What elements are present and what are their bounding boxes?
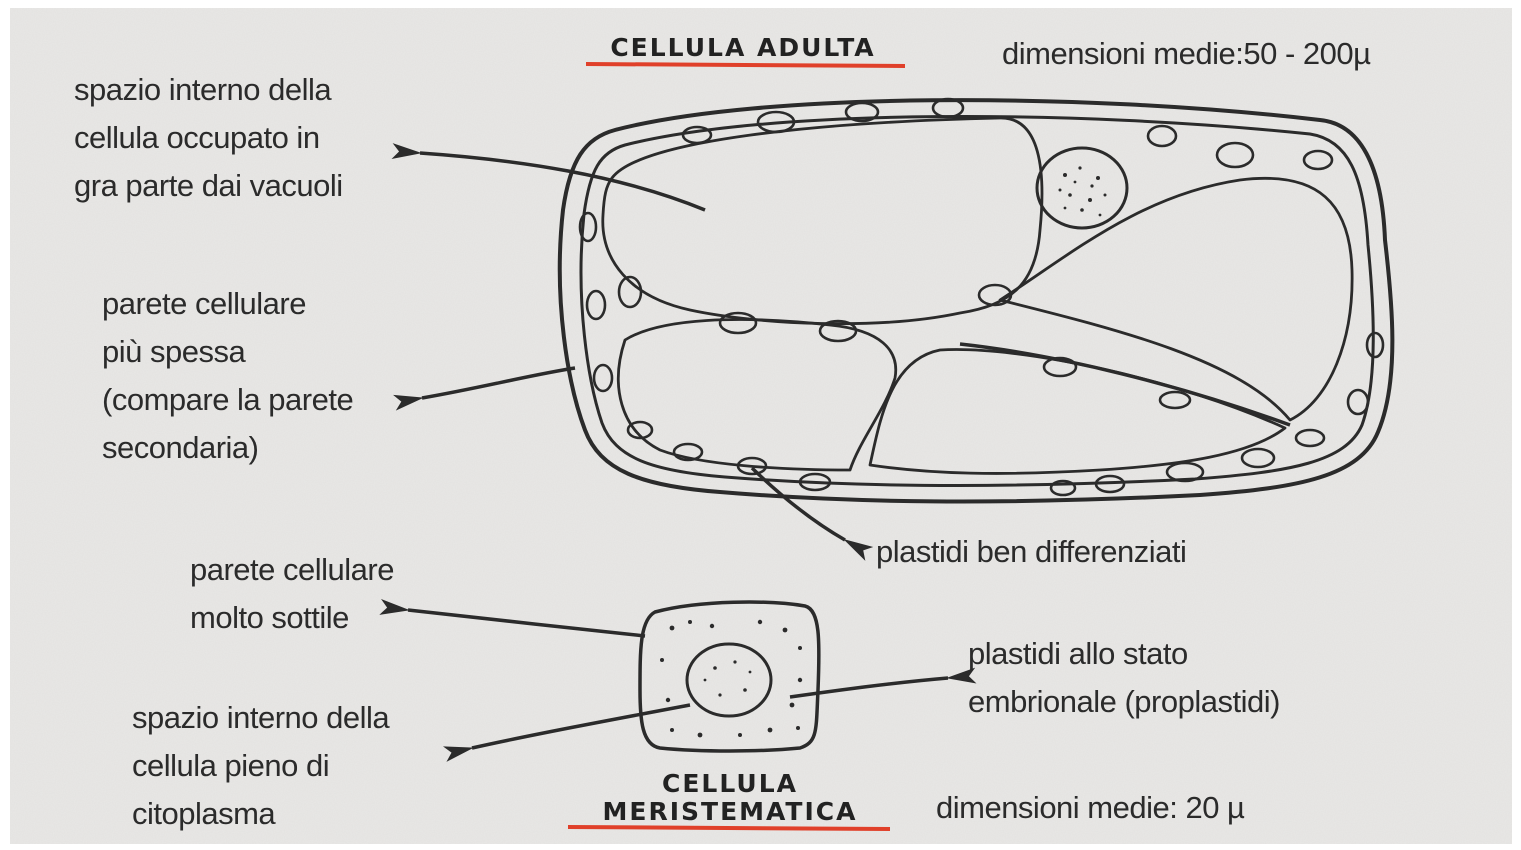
adult-cell-dimensions: dimensioni medie:50 - 200µ — [1002, 30, 1370, 78]
meristematic-cell-dimensions: dimensioni medie: 20 µ — [936, 784, 1244, 832]
meristematic-cell — [640, 602, 819, 751]
label-vacuoles: spazio interno della cellula occupato in… — [74, 66, 343, 210]
vacuole-right — [1000, 178, 1352, 420]
adult-cell-title: CELLULA ADULTA — [588, 34, 898, 62]
arrow-adult-wall — [422, 368, 575, 398]
arrow-proplastids — [790, 678, 948, 697]
adult-cell — [560, 99, 1393, 501]
adult-plastids — [580, 99, 1383, 495]
label-meristematic-wall: parete cellulare molto sottile — [190, 546, 394, 642]
adult-cell-wall-inner — [581, 116, 1373, 485]
vacuole-upper — [603, 118, 1042, 324]
label-adult-wall: parete cellulare più spessa (compare la … — [102, 280, 353, 472]
meristematic-nucleus — [687, 644, 771, 716]
meristematic-title-line2: MERISTEMATICA — [570, 798, 890, 826]
adult-nucleus — [1037, 148, 1127, 228]
vacuole-lower-left — [618, 320, 895, 470]
leader-arrows — [408, 153, 948, 748]
meristematic-title-line1: CELLULA — [570, 770, 890, 798]
arrow-meristematic-wall — [408, 610, 645, 636]
arrow-cytoplasm — [472, 705, 690, 748]
adult-title-underline — [586, 64, 905, 66]
label-cytoplasm: spazio interno della cellula pieno di ci… — [132, 694, 389, 838]
label-proplastids: plastidi allo stato embrionale (proplast… — [968, 630, 1280, 726]
label-adult-plastids: plastidi ben differenziati — [876, 528, 1186, 576]
proplastids — [660, 620, 802, 738]
arrow-plastids — [752, 468, 845, 540]
vacuole-lower-right — [870, 350, 1285, 474]
meristematic-title-underline — [568, 827, 890, 829]
adult-cell-wall-outer — [560, 100, 1393, 501]
meristematic-cell-wall — [640, 602, 819, 751]
